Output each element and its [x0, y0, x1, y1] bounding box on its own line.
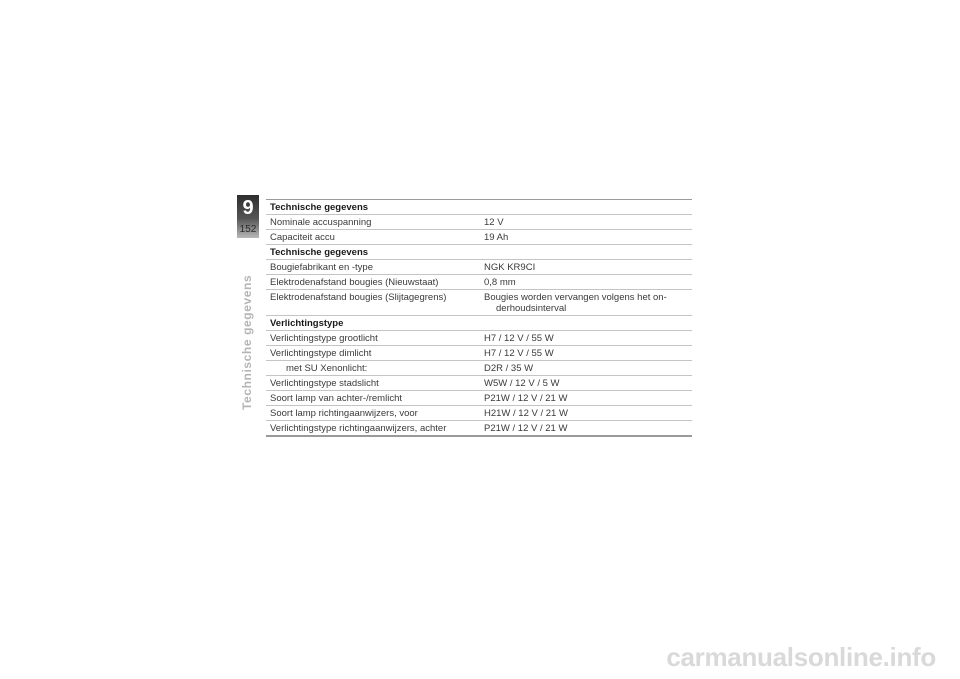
row-label: Verlichtingstype stadslicht — [270, 378, 379, 389]
row-value-line: Bougies worden vervangen volgens het on- — [484, 292, 667, 303]
section-title: Technische gegevens — [270, 247, 369, 258]
table-row: Verlichtingstype stadslicht W5W / 12 V /… — [266, 376, 692, 391]
section-header-spark-plugs: Technische gegevens — [266, 245, 692, 260]
section-header-lighting: Verlichtingstype — [266, 316, 692, 331]
table-row: Verlichtingstype richtingaanwijzers, ach… — [266, 421, 692, 435]
row-value: Bougies worden vervangen volgens het on-… — [480, 292, 692, 314]
row-label: Verlichtingstype grootlicht — [270, 333, 378, 344]
table-row: Verlichtingstype grootlicht H7 / 12 V / … — [266, 331, 692, 346]
row-label: Nominale accuspanning — [270, 217, 372, 228]
row-value: W5W / 12 V / 5 W — [484, 378, 560, 389]
section-title: Technische gegevens — [270, 202, 369, 213]
row-value: P21W / 12 V / 21 W — [484, 423, 568, 434]
row-value: P21W / 12 V / 21 W — [484, 393, 568, 404]
row-label: Capaciteit accu — [270, 232, 335, 243]
row-value: 12 V — [484, 217, 504, 228]
row-value: 0,8 mm — [484, 277, 516, 288]
table-row: Capaciteit accu 19 Ah — [266, 230, 692, 245]
row-value: H21W / 12 V / 21 W — [484, 408, 568, 419]
table-row: Verlichtingstype dimlicht H7 / 12 V / 55… — [266, 346, 692, 361]
section-header-battery: Technische gegevens — [266, 200, 692, 215]
table-row: met SU Xenonlicht: D2R / 35 W — [266, 361, 692, 376]
row-label: Soort lamp van achter-/remlicht — [270, 393, 402, 404]
row-value-line: derhoudsinterval — [496, 303, 567, 314]
chapter-tab: 9 152 — [237, 195, 259, 238]
row-label: Verlichtingstype richtingaanwijzers, ach… — [270, 423, 447, 434]
table-row: Elektrodenafstand bougies (Slijtagegrens… — [266, 290, 692, 316]
table-row: Nominale accuspanning 12 V — [266, 215, 692, 230]
table-row: Bougiefabrikant en -type NGK KR9CI — [266, 260, 692, 275]
row-label: Soort lamp richtingaanwijzers, voor — [270, 408, 418, 419]
spec-table: Technische gegevens Nominale accuspannin… — [266, 199, 692, 437]
table-row: Soort lamp richtingaanwijzers, voor H21W… — [266, 406, 692, 421]
watermark: carmanualsonline.info — [666, 642, 936, 672]
table-row: Soort lamp van achter-/remlicht P21W / 1… — [266, 391, 692, 406]
row-label: Verlichtingstype dimlicht — [270, 348, 372, 359]
row-label: Elektrodenafstand bougies (Slijtagegrens… — [270, 292, 447, 303]
row-value: NGK KR9CI — [484, 262, 536, 273]
row-label: met SU Xenonlicht: — [286, 363, 368, 374]
table-row: Elektrodenafstand bougies (Nieuwstaat) 0… — [266, 275, 692, 290]
row-value: H7 / 12 V / 55 W — [484, 333, 554, 344]
row-label: Elektrodenafstand bougies (Nieuwstaat) — [270, 277, 439, 288]
row-value: H7 / 12 V / 55 W — [484, 348, 554, 359]
section-title: Verlichtingstype — [270, 318, 344, 329]
row-label: Bougiefabrikant en -type — [270, 262, 373, 273]
chapter-number: 9 — [242, 197, 254, 219]
side-chapter-title: Technische gegevens — [240, 274, 254, 410]
row-value: 19 Ah — [484, 232, 509, 243]
page-number: 152 — [239, 224, 257, 235]
row-value: D2R / 35 W — [484, 363, 534, 374]
